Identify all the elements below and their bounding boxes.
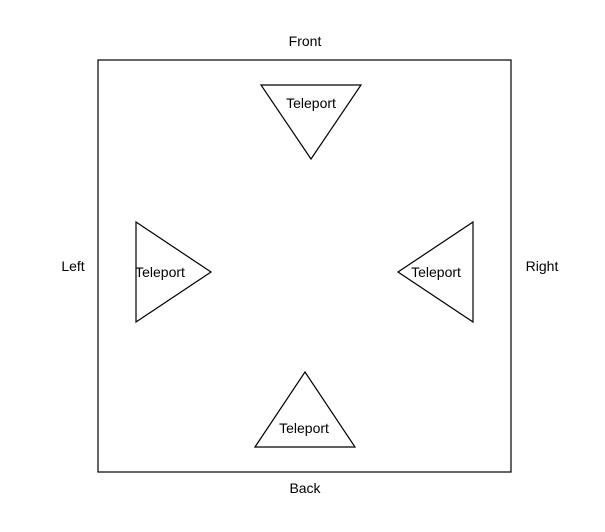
teleport-triangle-top (259, 84, 363, 161)
teleport-right: Teleport (396, 220, 474, 324)
side-label-back: Back (289, 480, 321, 496)
teleport-label-top: Teleport (286, 95, 336, 111)
teleport-label-bottom: Teleport (279, 420, 329, 436)
teleport-label-left: Teleport (135, 264, 185, 280)
teleport-triangle-left (135, 220, 213, 324)
side-label-front: Front (289, 33, 322, 49)
side-label-left: Left (61, 258, 84, 274)
teleport-label-right: Teleport (411, 264, 461, 280)
teleport-top: Teleport (259, 84, 363, 161)
teleport-left: Teleport (135, 220, 213, 324)
side-label-right: Right (526, 258, 559, 274)
teleport-bottom: Teleport (253, 370, 357, 448)
teleport-triangle-right (396, 220, 474, 324)
teleport-triangle-bottom (253, 370, 357, 448)
